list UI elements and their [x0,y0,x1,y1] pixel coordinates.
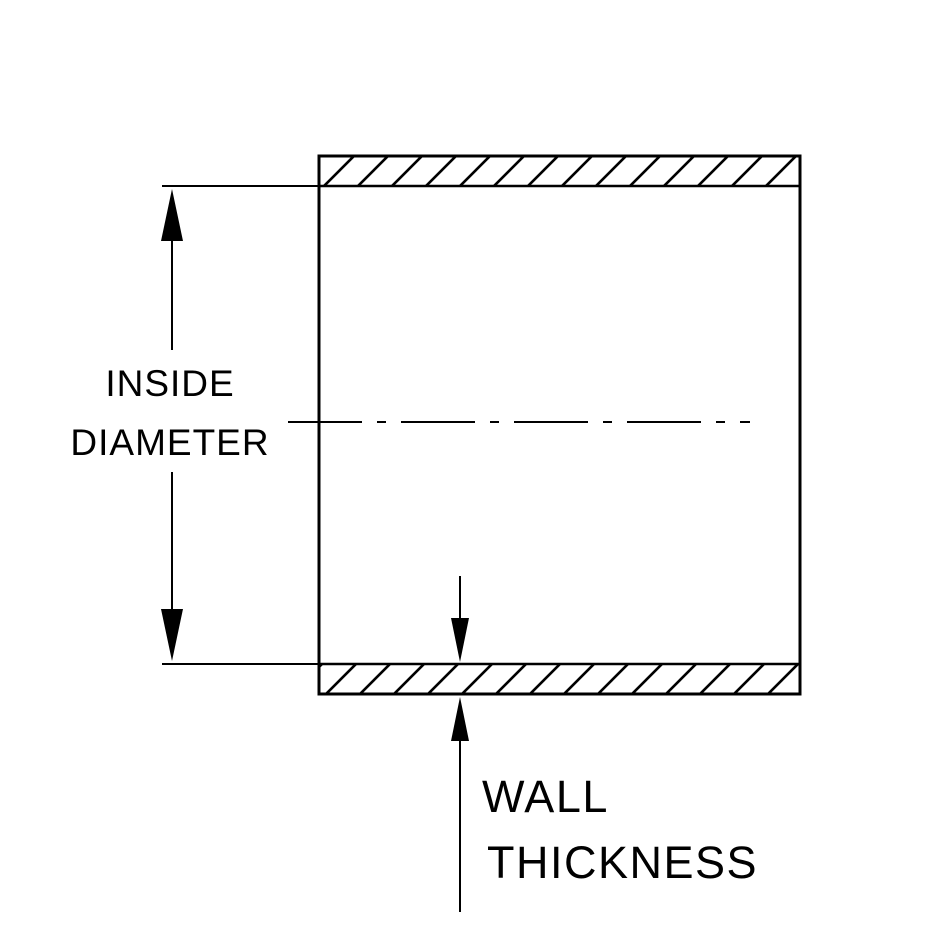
inside-diameter-label-line1: INSIDE [105,363,234,404]
inside-diameter-dimension: INSIDE DIAMETER [70,185,319,665]
wall-thickness-label-line1: WALL [482,771,609,822]
tube-outline [317,154,802,696]
arrowhead-down-icon [161,609,183,661]
inside-diameter-label-line2: DIAMETER [70,422,269,463]
arrowhead-down-icon [451,618,469,662]
arrowhead-up-icon [451,697,469,741]
wall-thickness-label-line2: THICKNESS [487,837,758,888]
top-wall-hatch [319,156,800,186]
bottom-wall-hatch [319,664,800,694]
tube-body [288,154,802,696]
wall-thickness-dimension: WALL THICKNESS [451,576,758,912]
arrowhead-up-icon [161,189,183,241]
